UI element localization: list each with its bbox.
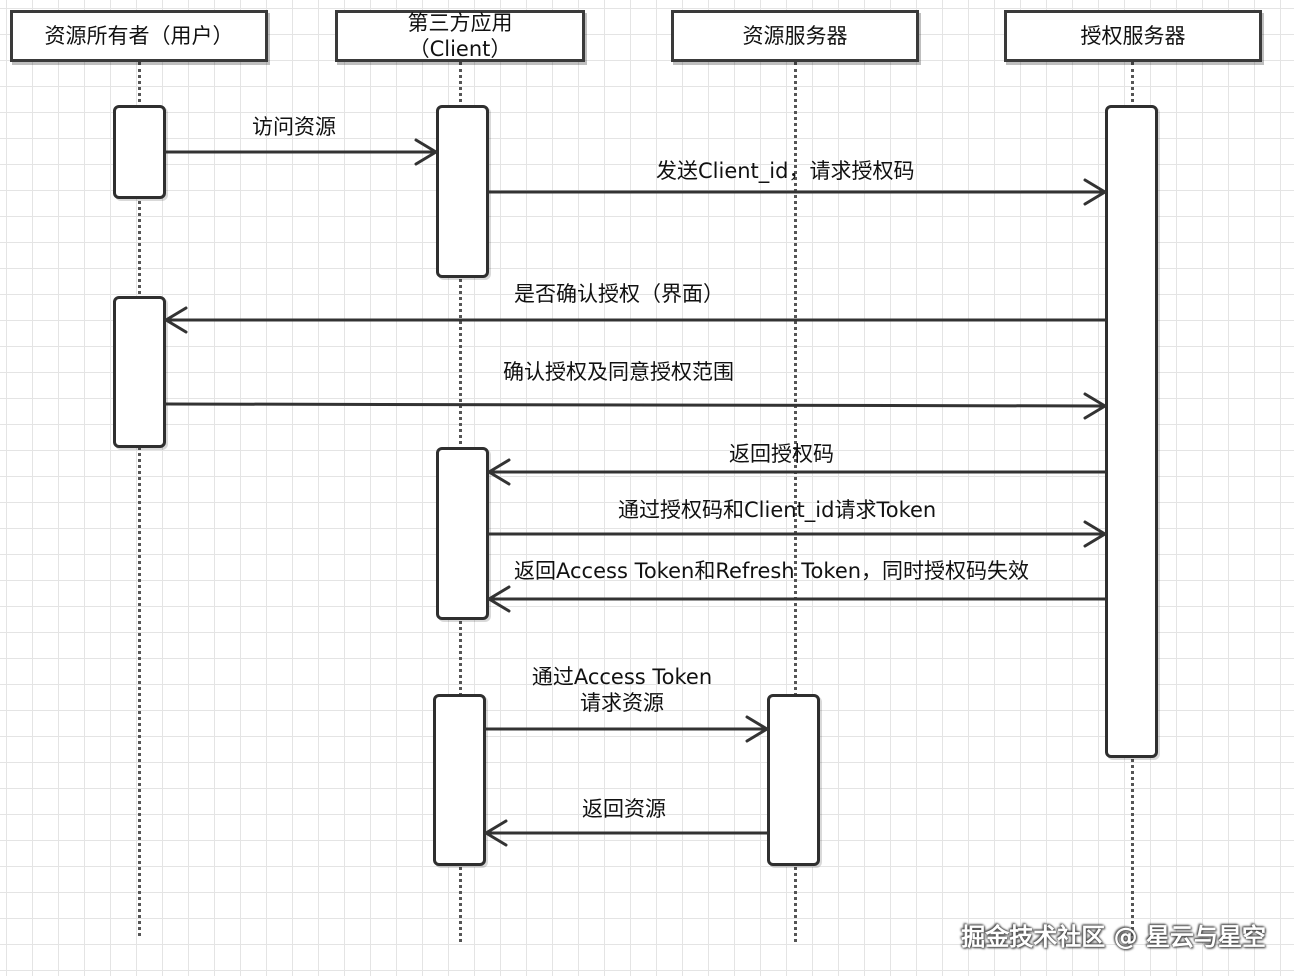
message-label-request-resource-line2: 请求资源: [580, 691, 664, 715]
message-label-return-auth-code: 返回授权码: [729, 442, 834, 466]
arrow-access-resource: [164, 138, 438, 166]
message-label-request-auth-code: 发送Client_id，请求授权码: [656, 159, 915, 183]
lifeline-resource: [794, 62, 797, 942]
participant-client: 第三方应用 （Client）: [335, 10, 585, 62]
participant-resource-server-label: 资源服务器: [742, 24, 848, 48]
message-label-request-resource-line1: 通过Access Token: [531, 665, 713, 689]
activation-auth-1: [1105, 105, 1158, 758]
participant-client-label: 第三方应用: [407, 11, 513, 35]
participant-client-sublabel: （Client）: [408, 37, 512, 61]
arrow-confirm-grant: [164, 392, 1107, 420]
message-label-return-tokens: 返回Access Token和Refresh Token，同时授权码失效: [514, 559, 1030, 583]
activation-resource-1: [767, 694, 820, 866]
activation-client-1: [436, 105, 489, 278]
message-label-confirm-prompt: 是否确认授权（界面）: [514, 282, 724, 306]
arrow-request-token: [487, 520, 1107, 548]
participant-auth-server-label: 授权服务器: [1080, 24, 1186, 48]
activation-owner-2: [113, 296, 166, 448]
arrow-request-resource: [484, 715, 769, 743]
arrow-request-auth-code: [487, 178, 1107, 206]
arrow-return-auth-code: [487, 458, 1107, 486]
arrow-return-tokens: [487, 585, 1107, 613]
participant-resource-server: 资源服务器: [671, 10, 919, 62]
message-label-request-token: 通过授权码和Client_id请求Token: [618, 498, 937, 522]
message-label-request-resource: 通过Access Token 请求资源: [524, 664, 720, 716]
participant-resource-owner-label: 资源所有者（用户）: [44, 24, 234, 48]
arrow-confirm-prompt: [164, 306, 1107, 334]
activation-client-3: [433, 694, 486, 866]
message-label-return-resource: 返回资源: [582, 797, 666, 821]
participant-auth-server: 授权服务器: [1004, 10, 1262, 62]
participant-resource-owner: 资源所有者（用户）: [10, 10, 268, 62]
activation-client-2: [436, 447, 489, 620]
message-label-confirm-grant: 确认授权及同意授权范围: [503, 360, 734, 384]
lifeline-owner: [138, 62, 141, 936]
arrow-return-resource: [484, 819, 769, 847]
message-label-access-resource: 访问资源: [252, 115, 336, 139]
watermark: 掘金技术社区 @ 星云与星空: [961, 923, 1266, 951]
